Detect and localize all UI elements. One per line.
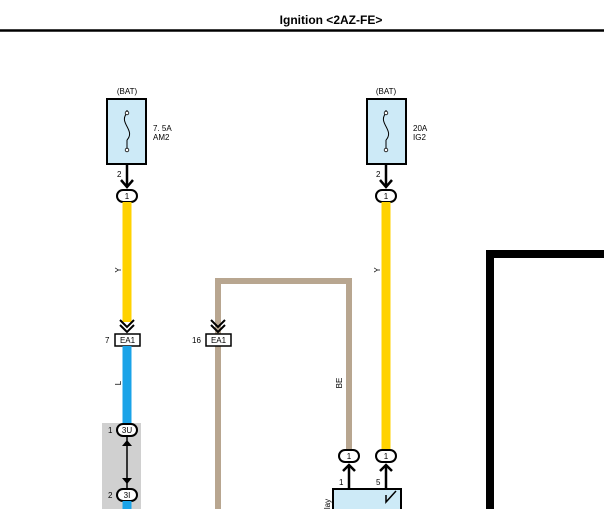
connector-ig2-label: 1 (384, 192, 389, 201)
fuse-ig2-source: (BAT) (376, 87, 397, 96)
connector-relay-left-label: 1 (347, 452, 352, 461)
wire-am2-upper-color: Y (114, 267, 123, 273)
relay-left-pin: 1 (339, 478, 344, 487)
connector-am2-label: 1 (125, 192, 130, 201)
connector-relay-left (338, 449, 360, 463)
fuse-ig2-box (366, 98, 407, 165)
arrow-down-icon (379, 179, 393, 189)
fuse-ig2: (BAT) 20A IG2 (366, 87, 428, 165)
ea1-right-pin: 16 (192, 336, 201, 345)
relay-right-pin: 5 (376, 478, 381, 487)
junction-bottom-pin: 2 (108, 491, 113, 500)
arrow-up-icon (122, 440, 132, 446)
fuse-am2-rating: 7. 5A (153, 124, 172, 133)
fuse-am2-pin: 2 (117, 170, 122, 179)
wire-ig2-color: Y (373, 267, 382, 273)
connector-relay-right (375, 449, 397, 463)
junction-top-pin: 1 (108, 426, 113, 435)
connector-ea1-right (205, 333, 232, 347)
ea1-left-pin: 7 (105, 336, 110, 345)
double-arrow-down-icon (119, 324, 135, 334)
double-arrow-down-icon (210, 324, 226, 334)
fuse-ig2-rating: 20A (413, 124, 428, 133)
relay-switch-icon (385, 490, 397, 504)
relay-box (332, 488, 402, 509)
connector-ea1-right-label: EA1 (211, 336, 227, 345)
relay-label: lay (323, 499, 332, 509)
fuse-ig2-name: IG2 (413, 133, 426, 142)
connector-3u-label: 3U (122, 426, 132, 435)
fuse-am2-name: AM2 (153, 133, 170, 142)
connector-3i-label: 3I (124, 491, 131, 500)
page-title: Ignition <2AZ-FE> (280, 13, 383, 27)
wire-beige-color: BE (335, 378, 344, 389)
fuse-am2-box (106, 98, 147, 165)
fuse-ig2-pin: 2 (376, 170, 381, 179)
arrow-down-icon (120, 179, 134, 189)
fuse-am2-source: (BAT) (117, 87, 138, 96)
wire-beige (215, 278, 352, 509)
fuse-am2: (BAT) 7. 5A AM2 (106, 87, 172, 165)
component-outline (486, 250, 604, 509)
arrow-down-icon (122, 478, 132, 484)
wire-am2-lower-color: L (114, 380, 123, 385)
connector-relay-right-label: 1 (384, 452, 389, 461)
connector-ea1-left-label: EA1 (120, 336, 136, 345)
